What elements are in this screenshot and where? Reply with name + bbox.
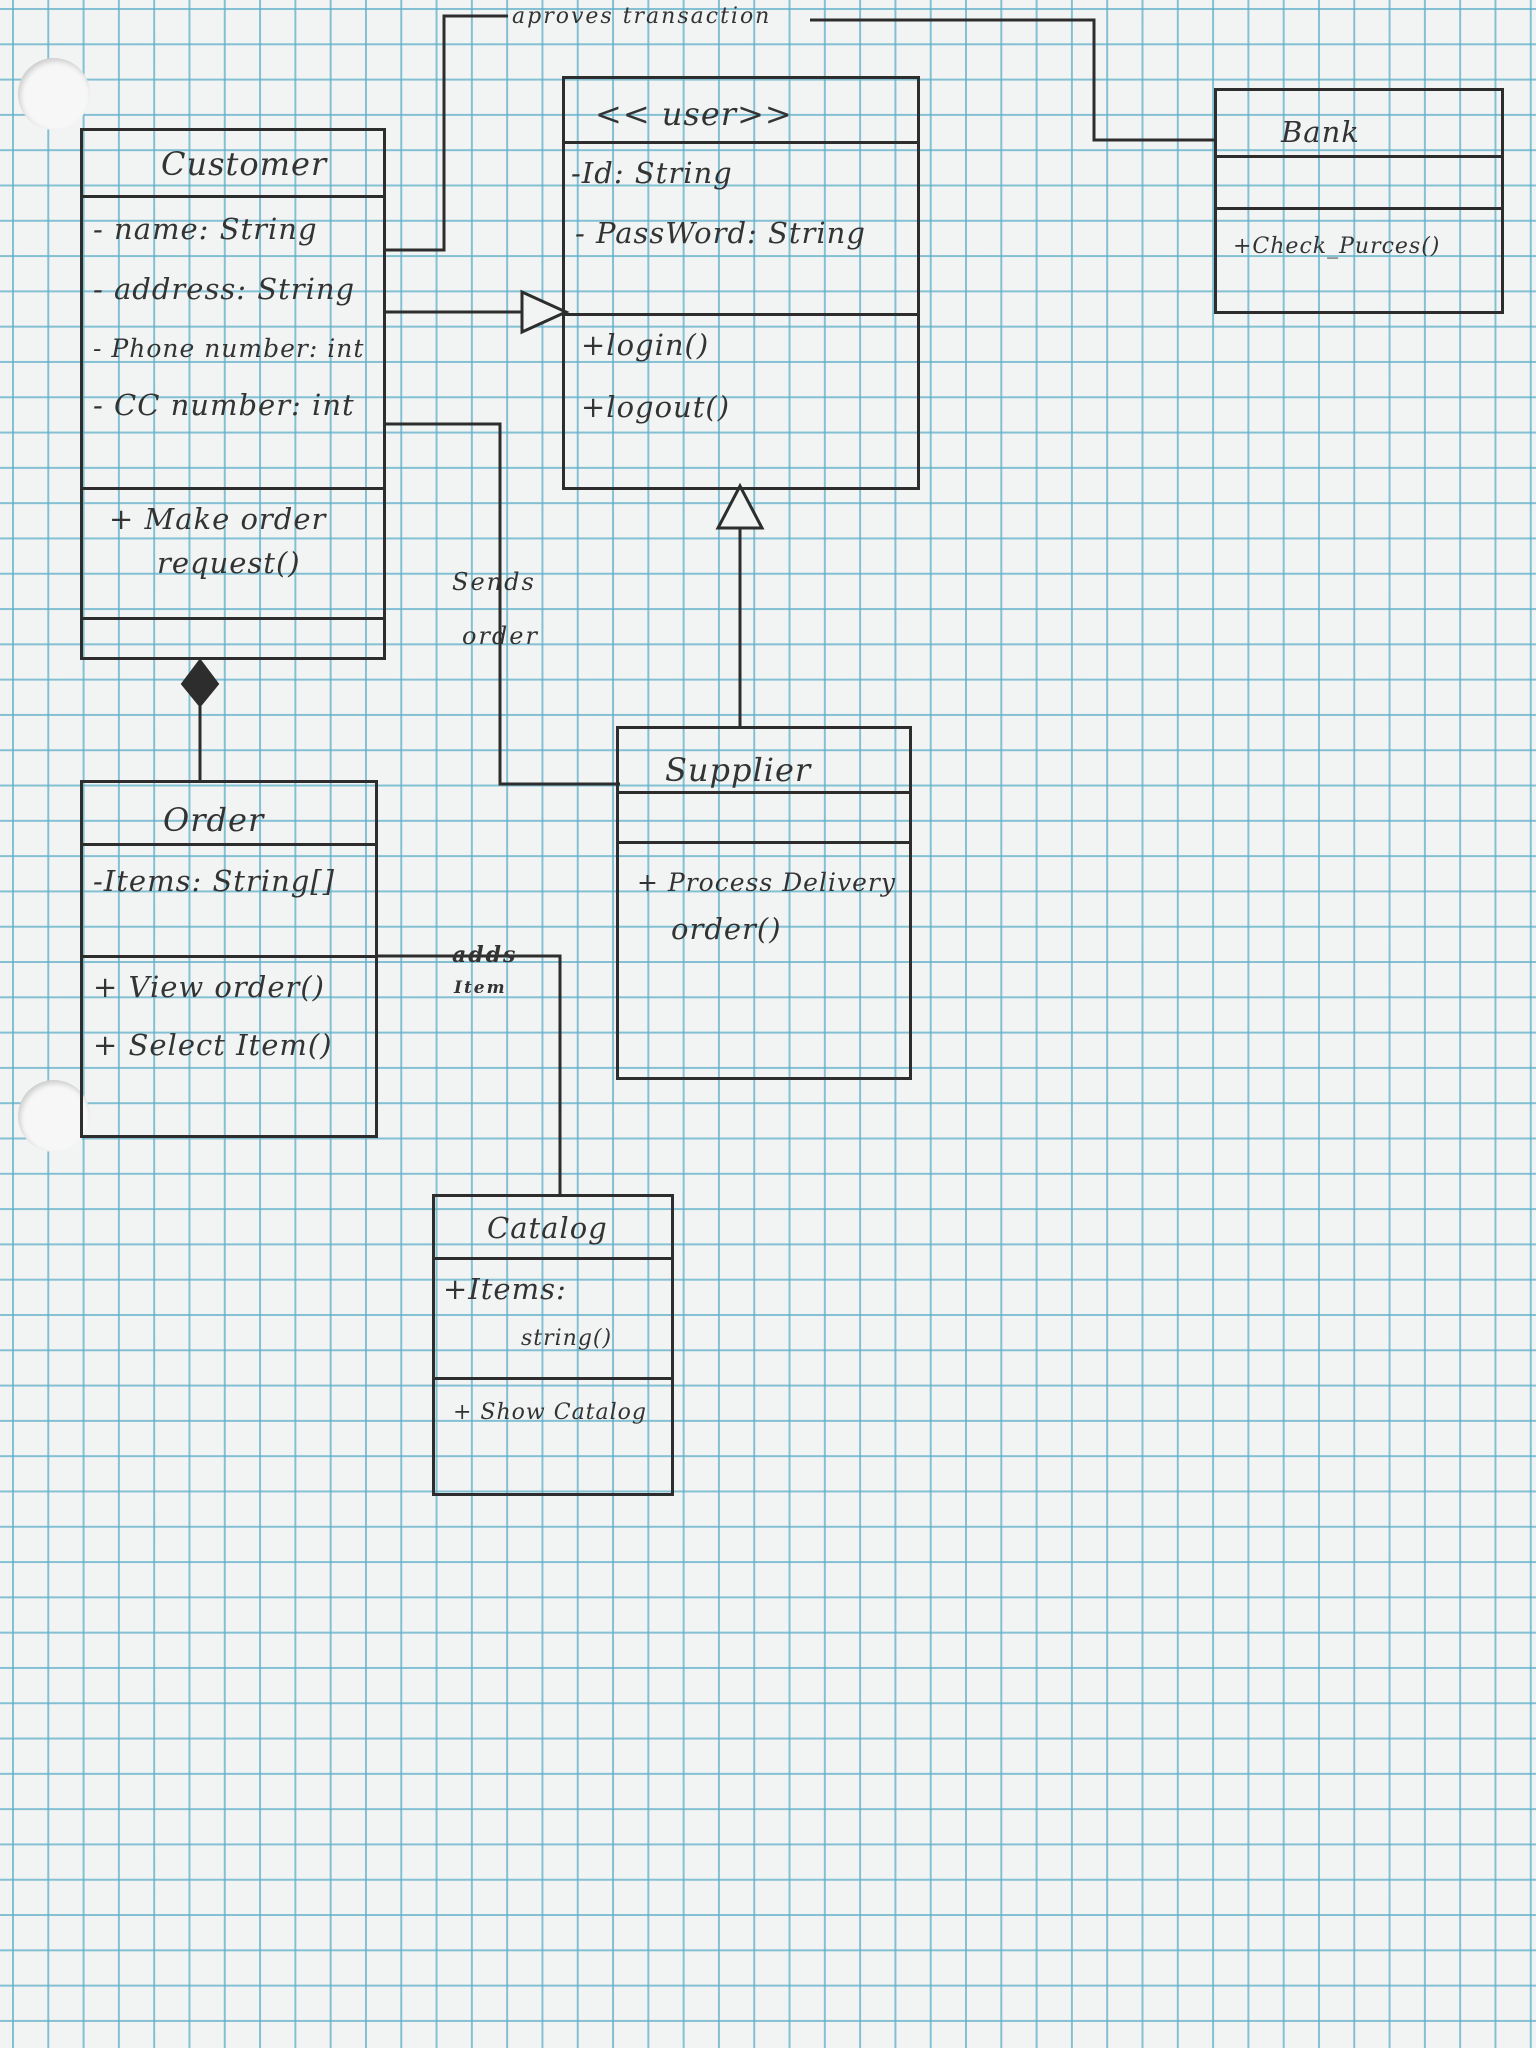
order-method-view: + View order() bbox=[93, 970, 325, 1004]
class-user: << user>> -Id: String - PassWord: String… bbox=[562, 76, 920, 490]
class-user-name: << user>> bbox=[595, 95, 793, 133]
class-bank-attributes bbox=[1217, 155, 1501, 210]
order-attribute-items: -Items: String[] bbox=[93, 864, 335, 898]
customer-method-make-order: + Make order bbox=[109, 502, 327, 536]
catalog-attribute-type: string() bbox=[521, 1326, 613, 1351]
generalization-arrowhead-customer-user bbox=[520, 289, 570, 335]
class-supplier-name: Supplier bbox=[665, 751, 812, 789]
adds-item-label-line2: Item bbox=[454, 978, 507, 998]
supplier-method-order: order() bbox=[671, 912, 782, 946]
class-supplier-methods: + Process Delivery order() bbox=[619, 841, 909, 1077]
customer-method-request: request() bbox=[157, 546, 301, 580]
class-customer-attributes: - name: String - address: String - Phone… bbox=[83, 195, 383, 490]
class-customer-name: Customer bbox=[161, 145, 328, 183]
class-catalog-name: Catalog bbox=[487, 1211, 608, 1245]
bank-method-check: +Check_Purces() bbox=[1233, 234, 1441, 259]
adds-item-label-line1: adds bbox=[452, 942, 518, 968]
customer-attribute-phone: - Phone number: int bbox=[93, 334, 365, 363]
class-customer-footer bbox=[83, 617, 383, 657]
sends-order-connector bbox=[386, 422, 620, 786]
class-bank-methods: +Check_Purces() bbox=[1217, 207, 1501, 311]
supplier-method-process-delivery: + Process Delivery bbox=[637, 868, 896, 897]
customer-attribute-name: - name: String bbox=[93, 212, 318, 246]
catalog-method-show: + Show Catalog bbox=[453, 1400, 648, 1425]
class-order-methods: + View order() + Select Item() bbox=[83, 955, 375, 1135]
binder-hole-top bbox=[18, 58, 90, 130]
class-order-attributes: -Items: String[] bbox=[83, 843, 375, 958]
approves-transaction-connector-right bbox=[810, 18, 1214, 142]
class-catalog: Catalog +Items: string() + Show Catalog bbox=[432, 1194, 674, 1496]
generalization-arrowhead-supplier-user bbox=[715, 482, 765, 530]
class-order: Order -Items: String[] + View order() + … bbox=[80, 780, 378, 1138]
class-user-attributes: -Id: String - PassWord: String bbox=[565, 141, 917, 316]
sends-order-label-line1: Sends bbox=[452, 568, 536, 596]
approves-transaction-label: aproves transaction bbox=[512, 4, 772, 29]
user-attribute-id: -Id: String bbox=[571, 156, 733, 190]
class-supplier: Supplier + Process Delivery order() bbox=[616, 726, 912, 1080]
order-method-select: + Select Item() bbox=[93, 1028, 333, 1062]
class-customer: Customer - name: String - address: Strin… bbox=[80, 128, 386, 660]
class-bank: Bank +Check_Purces() bbox=[1214, 88, 1504, 314]
class-bank-name: Bank bbox=[1281, 115, 1360, 149]
user-method-logout: +logout() bbox=[581, 390, 731, 424]
class-user-methods: +login() +logout() bbox=[565, 313, 917, 487]
user-attribute-password: - PassWord: String bbox=[575, 216, 866, 250]
user-method-login: +login() bbox=[581, 328, 710, 362]
composition-diamond bbox=[180, 658, 220, 708]
class-catalog-attributes: +Items: string() bbox=[435, 1257, 671, 1380]
binder-hole-bottom bbox=[18, 1080, 90, 1152]
class-order-name: Order bbox=[163, 801, 265, 839]
class-customer-methods: + Make order request() bbox=[83, 487, 383, 620]
approves-transaction-connector bbox=[386, 14, 508, 252]
adds-item-connector bbox=[378, 954, 562, 1194]
class-catalog-methods: + Show Catalog bbox=[435, 1377, 671, 1493]
customer-attribute-address: - address: String bbox=[93, 272, 356, 306]
sends-order-label-line2: order bbox=[462, 622, 539, 650]
class-supplier-attributes bbox=[619, 791, 909, 844]
catalog-attribute-items: +Items: bbox=[443, 1272, 567, 1306]
customer-attribute-cc: - CC number: int bbox=[93, 388, 355, 422]
